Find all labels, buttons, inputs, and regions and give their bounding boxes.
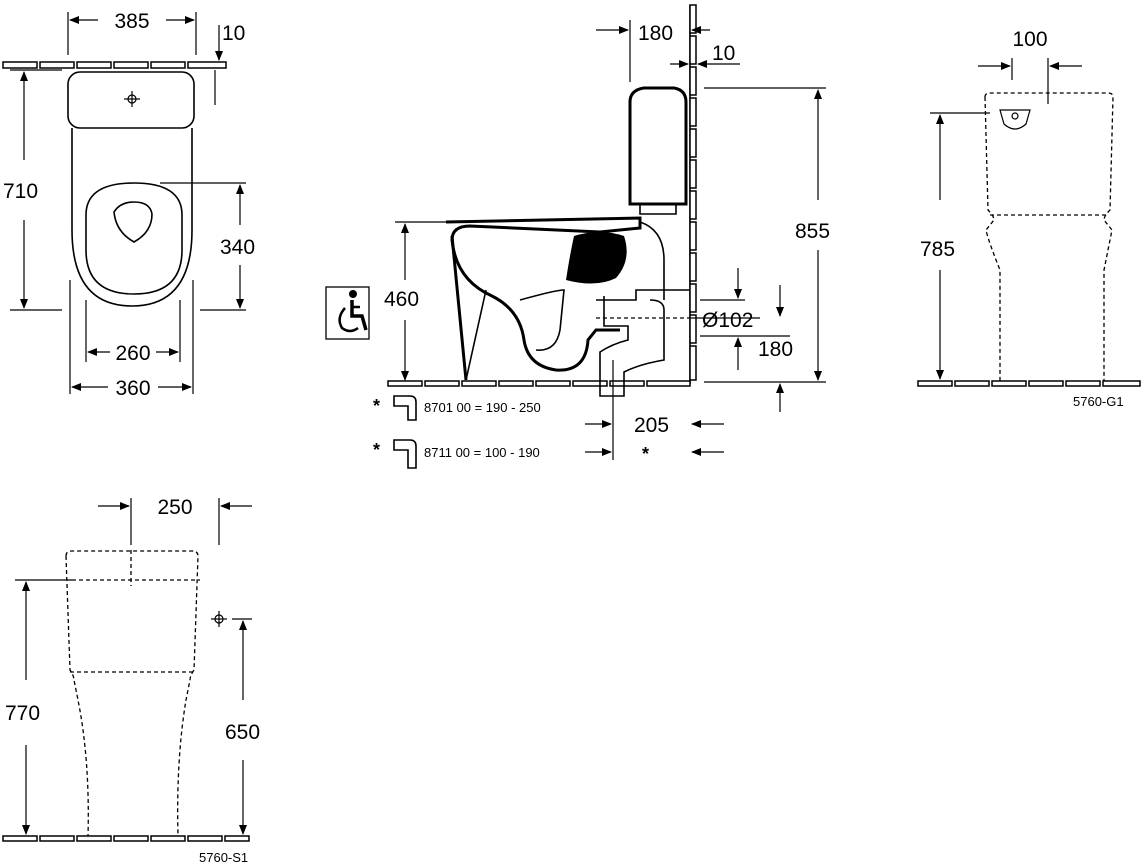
dim-785: 785 xyxy=(920,238,955,261)
dim-855: 855 xyxy=(795,220,830,243)
dim-100: 100 xyxy=(1012,28,1047,51)
side-bowl-profile xyxy=(445,216,642,372)
crosshair-icon xyxy=(124,91,140,107)
wall-hatch xyxy=(689,4,697,381)
asterisk-variant-1: * xyxy=(373,396,380,416)
g1-right-outline xyxy=(984,92,1114,381)
outlet-connector xyxy=(599,296,665,397)
dim-770: 770 xyxy=(5,702,40,725)
side-view: 180 10 855 460 Ø102 180 xyxy=(325,4,830,469)
trap-shading xyxy=(566,232,627,284)
dim-360: 360 xyxy=(115,377,150,400)
s1-code: 5760-S1 xyxy=(199,850,248,865)
top-view-wall-strip xyxy=(2,61,227,69)
pipe-bend-icon xyxy=(393,439,417,469)
dim-205: 205 xyxy=(634,414,669,437)
dim-460: 460 xyxy=(384,288,419,311)
s1-floor xyxy=(2,835,250,842)
dim-385: 385 xyxy=(114,10,149,33)
dim-650: 650 xyxy=(225,721,260,744)
g1-code: 5760-G1 xyxy=(1073,394,1124,409)
seat-outline xyxy=(85,182,183,295)
g1-floor xyxy=(917,380,1141,387)
dim-250: 250 xyxy=(157,496,192,519)
toilet-fixing-icon xyxy=(999,109,1031,130)
asterisk-marker: * xyxy=(642,444,649,464)
crosshair-icon xyxy=(211,611,227,627)
pipe-bend-icon xyxy=(393,395,417,421)
s1-left-outline xyxy=(65,555,89,837)
bowl-opening xyxy=(113,201,153,243)
top-view: 385 10 710 340 260 360 xyxy=(2,10,255,400)
asterisk-variant-2: * xyxy=(373,440,380,460)
dim-10-side: 10 xyxy=(712,42,735,65)
dim-260: 260 xyxy=(115,342,150,365)
variant-8701: 8701 00 = 190 - 250 xyxy=(424,400,541,415)
dim-180-top: 180 xyxy=(638,22,673,45)
dim-710: 710 xyxy=(3,180,38,203)
dim-10-top: 10 xyxy=(222,22,245,45)
cistern-outline xyxy=(67,71,195,129)
dim-340: 340 xyxy=(220,236,255,259)
dim-180-right: 180 xyxy=(758,338,793,361)
side-floor xyxy=(387,380,691,387)
bowl-outline xyxy=(71,128,193,307)
dim-diameter-102: Ø102 xyxy=(702,309,753,332)
wheelchair-icon xyxy=(325,286,370,340)
front-view-g1: 100 785 5760-G1 xyxy=(917,28,1141,409)
s1-right-outline xyxy=(65,550,199,837)
front-view-s1: 250 770 650 5760-S1 xyxy=(2,496,260,865)
side-cistern xyxy=(628,86,688,206)
g1-left-outline xyxy=(984,96,1001,381)
variant-8711: 8711 00 = 100 - 190 xyxy=(424,445,540,460)
